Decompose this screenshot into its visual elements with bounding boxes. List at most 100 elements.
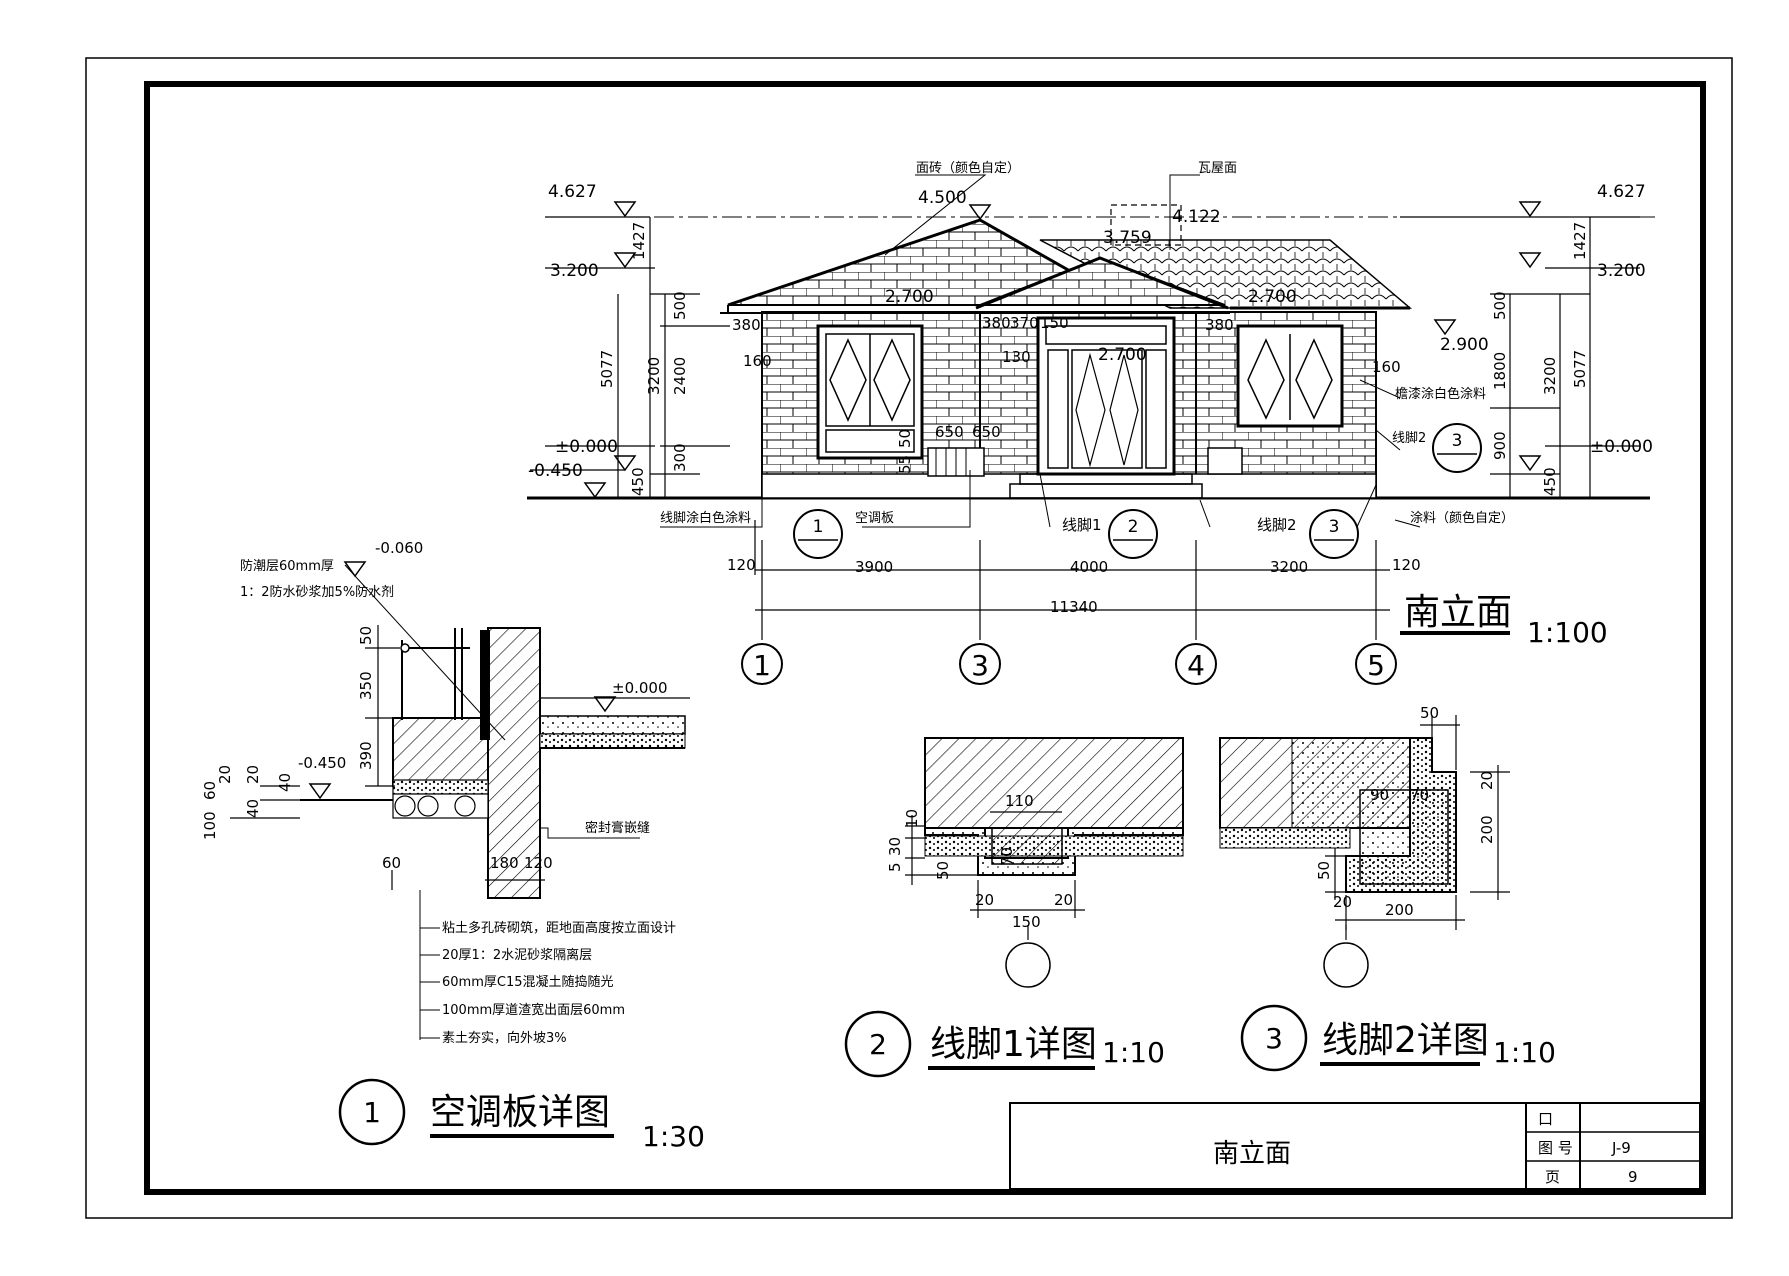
dim-local-9: 650: [972, 423, 1001, 441]
title-block-row2-label: 图 号: [1538, 1139, 1573, 1157]
title-block-row2-value: J-9: [1611, 1139, 1631, 1157]
ac-detail-number: 1: [363, 1096, 381, 1129]
p1-dim-4: 70: [998, 847, 1016, 866]
ac-dim-s-5: 40: [276, 773, 294, 792]
p1-dim-2: 30: [886, 837, 904, 856]
title-block-drawing-name: 南立面: [1213, 1139, 1291, 1169]
label-plinth-paint: 线脚涂白色涂料: [660, 510, 751, 526]
label-eave-paint: 檐漆涂白色涂料: [1395, 386, 1486, 402]
dim-local-7: 160: [1372, 358, 1401, 376]
title-block: 南立面 口 图 号 J-9 页 9: [1009, 1102, 1701, 1190]
ac-dim-v-0: 50: [357, 626, 375, 645]
title-block-row3-value: 9: [1628, 1168, 1638, 1186]
label-roof-tile: 瓦屋面: [1198, 161, 1237, 176]
dim-local-10: 50: [896, 429, 914, 448]
level-window-right: 2.700: [1248, 287, 1297, 307]
dim-local-6: 380: [1205, 316, 1234, 334]
plinth1-detail: 110 10 30 5 70 50 20 150 20 2 线脚1详图 1:10: [844, 737, 1184, 1078]
level-ridge-right: 4.122: [1172, 207, 1221, 227]
title-block-row3-label: 页: [1545, 1168, 1560, 1186]
label-paint: 涂料（颜色自定）: [1410, 510, 1514, 526]
level-ridge: 4.500: [918, 188, 967, 208]
ac-dim-v-2: 390: [357, 741, 375, 770]
p2-dim-2: 70: [1410, 786, 1429, 804]
dim-right-0: 1427: [1571, 222, 1589, 260]
label-brick: 面砖（颜色自定）: [916, 160, 1020, 176]
dim-left-5: 300: [671, 443, 689, 472]
dim-left-4: 5077: [598, 350, 616, 388]
ac-layer-0: 粘土多孔砖砌筑，距地面高度按立面设计: [442, 920, 676, 936]
dim-local-2: 380: [982, 314, 1011, 332]
p2-dim-6: 20: [1333, 893, 1352, 911]
level-right-eave: 2.900: [1440, 335, 1489, 355]
inner-frame: [144, 81, 1706, 1195]
plinth2-detail: 50 90 70 20 200 50 20 200 3 线脚2详图 1:10: [1219, 704, 1556, 1072]
ref-3-side: 3: [1452, 431, 1463, 451]
dim-local-0: 380: [732, 316, 761, 334]
level-ground-right: ±0.000: [1590, 437, 1653, 457]
dim-bay-3: 3200: [1270, 558, 1308, 576]
level-roof-left: 4.627: [548, 182, 597, 202]
dim-total: 11340: [1050, 598, 1098, 616]
p1-detail-title: 线脚1详图: [930, 1024, 1097, 1065]
ac-dim-s-4: 100: [201, 811, 219, 840]
dim-right-1: 500: [1491, 291, 1509, 320]
dim-bay-1: 3900: [855, 558, 893, 576]
p1-dim-1: 10: [903, 809, 921, 828]
ac-note-top-1: 1：2防水砂浆加5%防水剂: [240, 584, 394, 600]
p1-dim-7: 150: [1012, 913, 1041, 931]
p2-dim-1: 90: [1370, 786, 1389, 804]
p2-detail-title: 线脚2详图: [1322, 1020, 1489, 1061]
axis-label-3: 3: [971, 649, 989, 682]
ac-layer-3: 100mm厚道渣宽出面层60mm: [442, 1002, 625, 1018]
ac-layer-4: 素土夯实，向外坡3%: [442, 1030, 567, 1046]
p1-detail-scale: 1:10: [1102, 1036, 1165, 1069]
level-outside: -0.450: [528, 461, 583, 481]
dim-local-11: 55: [896, 455, 914, 474]
p2-dim-3: 20: [1478, 771, 1496, 790]
p2-dim-0: 50: [1420, 704, 1439, 722]
elevation-scale: 1:100: [1527, 616, 1608, 649]
ac-level-outside: -0.450: [298, 754, 346, 772]
axis-label-1: 1: [753, 649, 771, 682]
south-elevation: 4.627 3.200 ±0.000 -0.450 4.500 4.122 3.…: [527, 160, 1655, 685]
p1-detail-number: 2: [869, 1028, 887, 1061]
outer-frame: [85, 57, 1733, 1219]
ac-level-ground: ±0.000: [612, 679, 668, 697]
dim-right-5: 900: [1491, 431, 1509, 460]
label-ac-board: 空调板: [855, 511, 894, 526]
ref-2: 2: [1128, 517, 1139, 537]
dim-right-4: 5077: [1571, 350, 1589, 388]
dim-local-3: 370: [1010, 314, 1039, 332]
ac-dim-s-0: 60: [201, 781, 219, 800]
level-roof-right: 4.627: [1597, 182, 1646, 202]
level-window-left: 2.700: [885, 287, 934, 307]
p2-dim-4: 200: [1478, 815, 1496, 844]
p2-dim-7: 200: [1385, 901, 1414, 919]
ac-dim-v-1: 350: [357, 671, 375, 700]
label-plinth2: 线脚2: [1257, 516, 1297, 534]
elevation-title: 南立面: [1404, 592, 1512, 633]
ac-seal-label: 密封膏嵌缝: [585, 820, 650, 836]
ac-detail-scale: 1:30: [642, 1120, 705, 1153]
dim-left-6: 450: [629, 467, 647, 496]
label-plinth1: 线脚1: [1062, 516, 1102, 534]
level-ground-left: ±0.000: [555, 437, 618, 457]
level-ridge-mid: 3.759: [1103, 228, 1152, 248]
dim-left-3: 2400: [671, 357, 689, 395]
ac-dim-b-0: 60: [382, 854, 401, 872]
level-eave-right: 3.200: [1597, 261, 1646, 281]
level-door: 2.700: [1098, 345, 1147, 365]
ac-dim-s-1: 20: [216, 765, 234, 784]
axis-label-5: 5: [1367, 649, 1385, 682]
ac-board-detail: 防潮层60mm厚 1：2防水砂浆加5%防水剂 -0.060 ±0.000 -0.…: [201, 539, 705, 1153]
dim-left-2: 3200: [645, 357, 663, 395]
dim-left-1: 500: [671, 291, 689, 320]
ac-layer-1: 20厚1：2水泥砂浆隔离层: [442, 947, 592, 963]
ref-3: 3: [1329, 517, 1340, 537]
dim-overhang-right: 120: [1392, 556, 1421, 574]
ac-level-top: -0.060: [375, 539, 423, 557]
ac-dim-b-2: 120: [524, 854, 553, 872]
p1-dim-8: 20: [1054, 891, 1073, 909]
